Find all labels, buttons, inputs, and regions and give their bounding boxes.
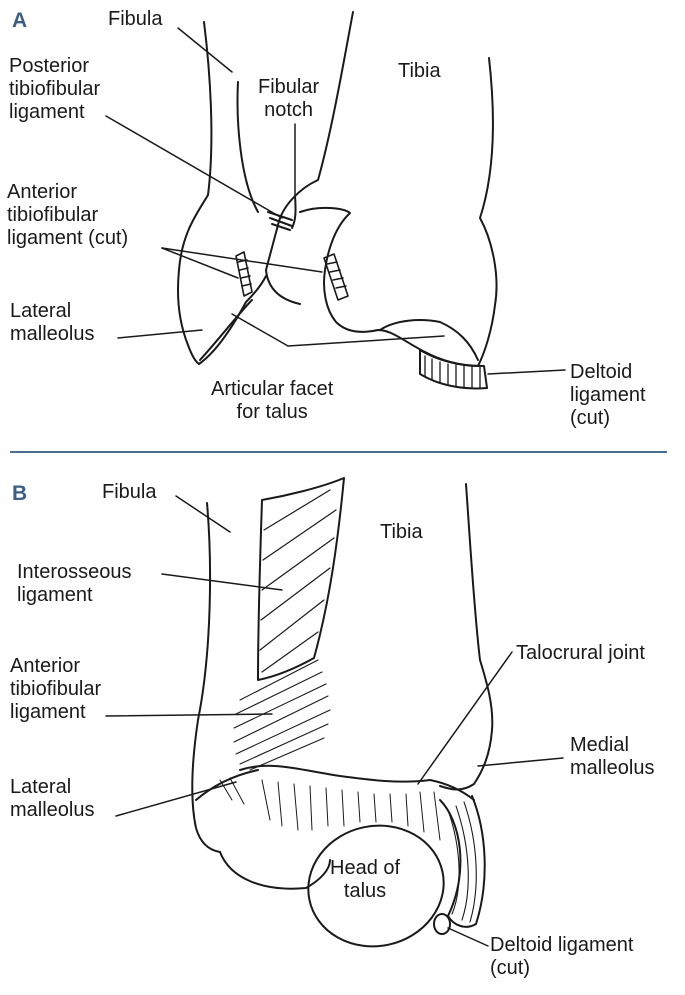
leader-deltoid-a bbox=[487, 369, 566, 375]
label-anterior-tibiofibular-cut: Anterior tibiofibular ligament (cut) bbox=[7, 181, 129, 249]
label-talocrural-joint: Talocrural joint bbox=[516, 642, 645, 664]
label-fibula-b: Fibula bbox=[102, 481, 157, 503]
fibula-a-medial-edge bbox=[236, 81, 259, 213]
panel-letter-b: B bbox=[12, 482, 28, 505]
panel-a-drawing bbox=[105, 11, 566, 390]
leader-fibula-b bbox=[175, 495, 231, 533]
post-tibiofibular-band bbox=[267, 211, 293, 231]
capsule-fibers-b bbox=[219, 777, 441, 841]
tibia-a-articular bbox=[199, 299, 479, 361]
label-posterior-tibiofibular: Posterior tibiofibular ligament bbox=[9, 55, 101, 123]
ant-tibiofibular-stump-left bbox=[235, 251, 253, 297]
label-articular-facet: Articular facet for talus bbox=[211, 378, 334, 423]
label-head-of-talus: Head of talus bbox=[330, 857, 401, 902]
fibular-notch-ridge bbox=[291, 195, 297, 229]
label-medial-malleolus: Medial malleolus bbox=[570, 734, 655, 779]
fibula-b bbox=[191, 502, 221, 853]
leader-lateral-malleolus-b bbox=[115, 781, 237, 817]
label-fibular-notch: Fibular notch bbox=[258, 76, 320, 121]
leader-ant-lig-b bbox=[105, 713, 273, 717]
leader-deltoid-b bbox=[447, 927, 489, 947]
head-of-talus bbox=[307, 824, 445, 948]
deltoid-lig-b bbox=[433, 795, 486, 935]
leader-talocrural bbox=[417, 651, 513, 785]
fibula-a bbox=[177, 21, 267, 365]
leader-lateral-malleolus-a bbox=[117, 329, 203, 339]
tibia-a bbox=[265, 11, 354, 305]
panel-letter-a: A bbox=[12, 9, 28, 32]
tibia-a-right bbox=[299, 57, 498, 367]
label-deltoid-cut-b: Deltoid ligament (cut) bbox=[490, 934, 634, 979]
leader-facet-1 bbox=[231, 313, 289, 347]
ant-tibiofibular-stump-right bbox=[323, 253, 349, 301]
deltoid-stump-a bbox=[419, 349, 488, 390]
leader-medial-malleolus bbox=[477, 757, 564, 767]
leader-interosseous bbox=[161, 573, 283, 591]
label-deltoid-cut-a: Deltoid ligament (cut) bbox=[570, 361, 646, 429]
label-tibia-a: Tibia bbox=[398, 60, 441, 82]
label-interosseous: Interosseous ligament bbox=[17, 561, 132, 606]
leader-ant-lig-1 bbox=[161, 247, 239, 279]
label-lateral-malleolus-b: Lateral malleolus bbox=[10, 776, 95, 821]
label-fibula-a: Fibula bbox=[108, 8, 163, 30]
leader-posterior-lig bbox=[105, 115, 283, 219]
leader-fibula-a bbox=[177, 27, 233, 73]
label-lateral-malleolus-a: Lateral malleolus bbox=[10, 300, 95, 345]
label-tibia-b: Tibia bbox=[380, 521, 423, 543]
panel-divider bbox=[10, 451, 667, 453]
joint-line-b bbox=[239, 764, 475, 801]
interosseous-ligament bbox=[257, 477, 345, 681]
panel-b-drawing bbox=[105, 477, 564, 948]
tibia-b-right bbox=[439, 483, 494, 791]
label-anterior-tibiofibular-b: Anterior tibiofibular ligament bbox=[10, 655, 102, 723]
leader-ant-lig-2 bbox=[161, 247, 323, 273]
ant-tibiofibular-lig-b bbox=[233, 659, 331, 771]
leader-facet-2 bbox=[287, 335, 445, 347]
